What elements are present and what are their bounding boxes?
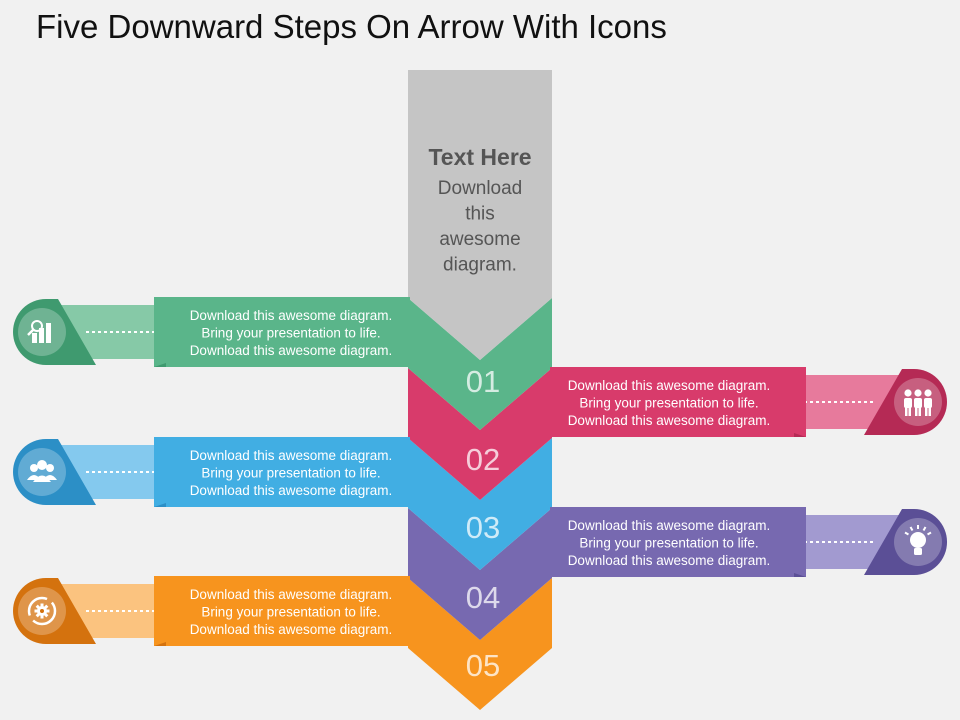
step-number-2: 02 [466, 442, 500, 477]
header-line: diagram. [443, 255, 517, 276]
step-5-text-line: Download this awesome diagram. [190, 587, 393, 602]
chevron-step-3 [408, 438, 552, 570]
step-number-5: 05 [466, 648, 500, 683]
step-3-text-line: Download this awesome diagram. [190, 483, 393, 498]
step-5-text-line: Download this awesome diagram. [190, 622, 393, 637]
step-1-panel: Download this awesome diagram. Bring your… [13, 297, 410, 367]
gear-cycle-icon [27, 596, 57, 626]
step-3-badge [13, 439, 96, 505]
chevron-step-2 [408, 368, 552, 500]
step-5-textbox [154, 576, 410, 646]
chevron-step-1 [408, 298, 552, 430]
lightbulb-icon [904, 525, 932, 555]
step-4-text-line: Download this awesome diagram. [568, 518, 771, 533]
step-1-text-line: Download this awesome diagram. [190, 343, 393, 358]
step-2-text-line: Download this awesome diagram. [568, 378, 771, 393]
step-3-textbox [154, 437, 410, 507]
step-1-text-line: Bring your presentation to life. [201, 326, 380, 341]
step-4-panel: Download this awesome diagram. Bring your… [550, 507, 948, 577]
header-chevron [408, 70, 552, 360]
step-1-text-line: Download this awesome diagram. [190, 308, 393, 323]
page-title: Five Downward Steps On Arrow With Icons [36, 8, 667, 45]
step-3-text-line: Bring your presentation to life. [201, 466, 380, 481]
header-line: this [465, 204, 495, 225]
growth-chart-icon [27, 320, 51, 343]
step-2-text-line: Download this awesome diagram. [568, 413, 771, 428]
users-icon [27, 460, 57, 482]
step-number-3: 03 [466, 510, 500, 545]
step-1-textbox [154, 297, 410, 367]
step-number-4: 04 [466, 580, 500, 615]
step-3-panel: Download this awesome diagram. Bring your… [13, 437, 410, 507]
header-heading: Text Here [428, 144, 531, 170]
step-2-text-line: Bring your presentation to life. [579, 396, 758, 411]
step-2-textbox [550, 367, 806, 437]
step-1-badge [13, 299, 96, 365]
chevron-step-5 [408, 578, 552, 710]
step-4-text-line: Bring your presentation to life. [579, 536, 758, 551]
step-2-panel: Download this awesome diagram. Bring your… [550, 367, 947, 437]
step-4-textbox [550, 507, 806, 577]
step-4-text-line: Download this awesome diagram. [568, 553, 771, 568]
step-3-text-line: Download this awesome diagram. [190, 448, 393, 463]
step-5-panel: Download this awesome diagram. Bring your… [13, 576, 410, 646]
chevron-step-4 [408, 508, 552, 640]
step-number-1: 01 [466, 364, 500, 399]
step-5-text-line: Bring your presentation to life. [201, 605, 380, 620]
step-4-badge [864, 508, 948, 575]
team-icon [904, 389, 932, 416]
header-line: awesome [439, 229, 520, 250]
header-line: Download [438, 178, 523, 199]
